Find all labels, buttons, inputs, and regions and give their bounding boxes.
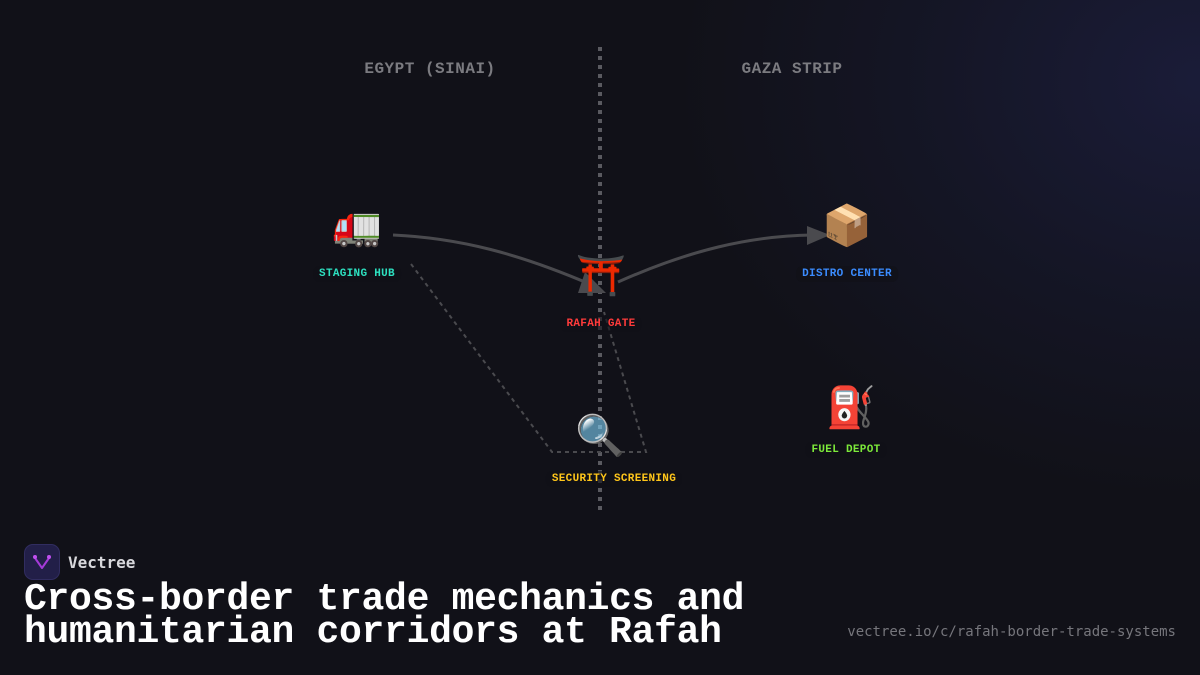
title-line-2: humanitarian corridors at Rafah xyxy=(24,611,722,654)
source-url[interactable]: vectree.io/c/rafah-border-trade-systems xyxy=(847,624,1176,640)
brand: Vectree xyxy=(24,544,135,580)
node-label-rafah-gate: RAFAH GATE xyxy=(560,316,642,332)
node-fuel-depot[interactable]: ⛽ FUEL DEPOT xyxy=(805,384,887,458)
fuel-pump-icon: ⛽ xyxy=(826,385,876,431)
region-label-egypt: EGYPT (SINAI) xyxy=(364,60,496,78)
edge-rafah-to-distro xyxy=(617,233,813,284)
node-security-screening[interactable]: 🔍 SECURITY SCREENING xyxy=(545,412,683,487)
node-label-security-screening: SECURITY SCREENING xyxy=(545,471,683,487)
node-label-fuel-depot: FUEL DEPOT xyxy=(805,442,887,458)
node-staging-hub[interactable]: 🚛 STAGING HUB xyxy=(313,202,401,282)
title-line-1: Cross-border trade mechanics and xyxy=(24,578,745,621)
edge-staging-to-rafah xyxy=(392,233,593,287)
arrowhead-rafah xyxy=(578,272,606,293)
brand-name: Vectree xyxy=(68,552,136,572)
node-label-distro-center: DISTRO CENTER xyxy=(796,266,898,282)
vectree-logo-icon xyxy=(24,544,60,580)
node-label-staging-hub: STAGING HUB xyxy=(313,266,401,282)
torii-gate-icon: ⛩️ xyxy=(576,253,626,299)
arrowhead-distro xyxy=(807,226,830,245)
region-label-gaza: GAZA STRIP xyxy=(741,60,843,78)
node-rafah-gate[interactable]: ⛩️ RAFAH GATE xyxy=(560,252,642,332)
magnifier-icon: 🔍 xyxy=(575,413,625,459)
truck-icon: 🚛 xyxy=(332,203,382,249)
page-title: Cross-border trade mechanics and humanit… xyxy=(24,581,744,652)
node-distro-center[interactable]: 📦 DISTRO CENTER xyxy=(796,202,898,282)
package-icon: 📦 xyxy=(822,203,872,249)
edge-staging-to-screening xyxy=(410,263,648,453)
